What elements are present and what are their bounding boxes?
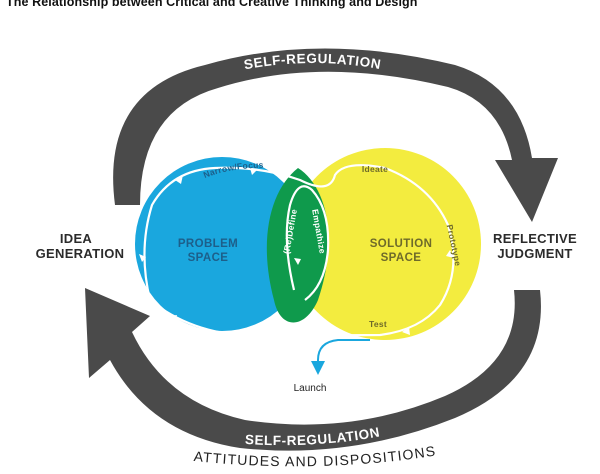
- self-regulation-top-label: SELF-REGULATION: [243, 51, 382, 72]
- page-title: The Relationship between Critical and Cr…: [6, 0, 418, 9]
- launch-label: Launch: [294, 383, 327, 394]
- reflective-judgment-line2: JUDGMENT: [497, 246, 572, 261]
- solution-space-line2: SPACE: [381, 252, 422, 264]
- solution-space-line1: SOLUTION: [370, 238, 433, 250]
- ideate-label: Ideate: [362, 164, 388, 174]
- launch-arrow: [311, 339, 370, 375]
- flow-loop-inner: [285, 185, 330, 301]
- idea-generation-line2: GENERATION: [36, 246, 125, 261]
- problem-space-line2: SPACE: [188, 252, 229, 264]
- problem-space-circle: [135, 157, 309, 331]
- reflective-judgment-line1: REFLECTIVE: [493, 231, 577, 246]
- svg-text:SELF-REGULATION: SELF-REGULATION: [243, 51, 383, 72]
- flow-arrowheads: [139, 168, 454, 336]
- overlap-lens: [266, 168, 329, 323]
- self-regulation-bottom-arrow: [85, 288, 541, 451]
- solution-space-circle: [289, 148, 481, 340]
- test-label: Test: [369, 319, 387, 329]
- idea-generation-line1: IDEA: [60, 231, 93, 246]
- problem-space-line1: PROBLEM: [178, 238, 238, 250]
